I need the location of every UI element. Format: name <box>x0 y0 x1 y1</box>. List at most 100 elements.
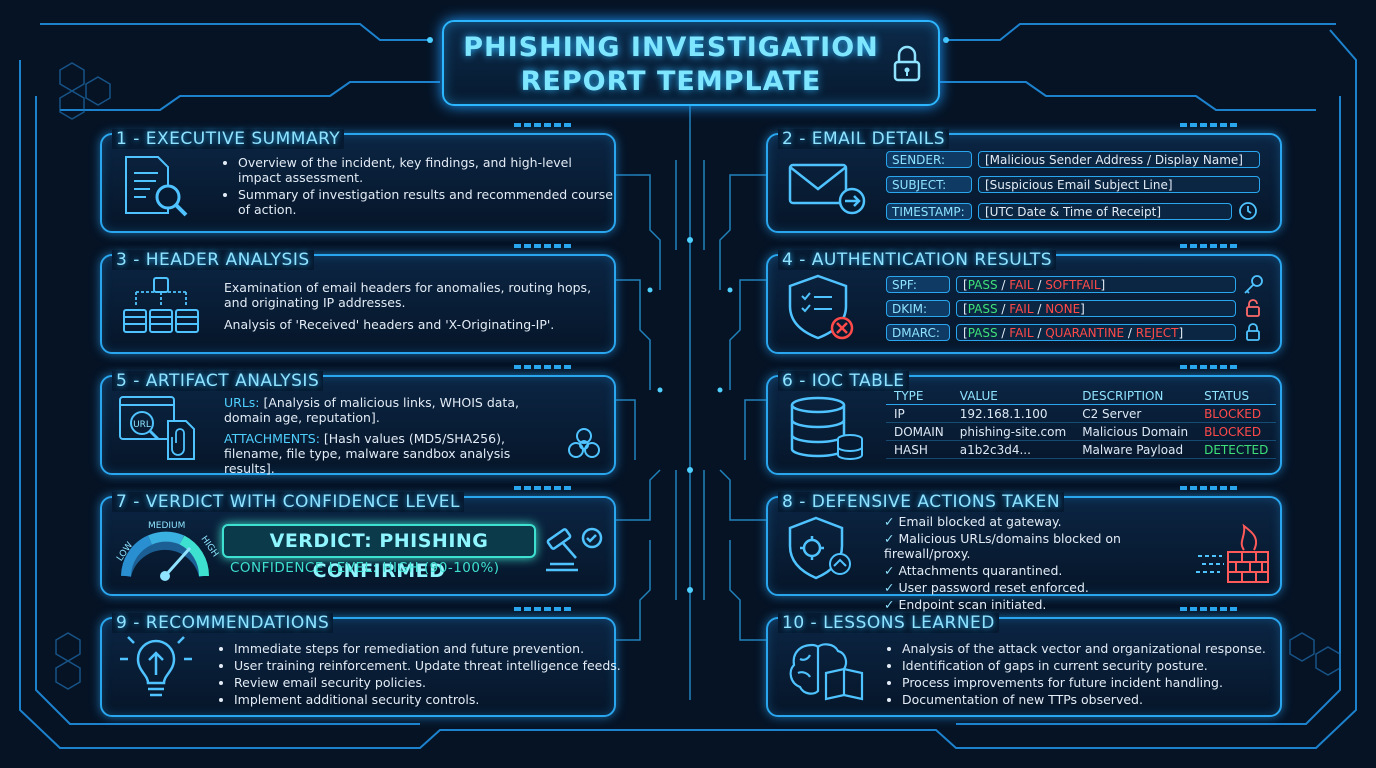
list-item: ✓ User password reset enforced. <box>884 580 1089 595</box>
timestamp-label: TIMESTAMP: <box>886 202 972 220</box>
shield-checklist-icon <box>788 274 854 340</box>
column-header: TYPE <box>886 387 952 405</box>
list-item: ✓ Attachments quarantined. <box>884 563 1063 578</box>
table-cell: IP <box>886 404 952 423</box>
verdict-badge: VERDICT: PHISHING CONFIRMED <box>222 524 536 582</box>
firewall-icon <box>1196 523 1269 583</box>
table-cell: DOMAIN <box>886 422 952 441</box>
biohazard-icon <box>568 428 600 458</box>
table-cell: phishing-site.com <box>951 422 1075 441</box>
section-title: 2 - EMAIL DETAILS <box>778 129 949 149</box>
title-banner: PHISHING INVESTIGATION REPORT TEMPLATE <box>442 20 940 106</box>
url-attachment-icon: URL <box>119 396 195 460</box>
section-title: 4 - AUTHENTICATION RESULTS <box>778 250 1057 270</box>
urls-text: URLs: [Analysis of malicious links, WHOI… <box>224 395 519 425</box>
subject-value: [Suspicious Email Subject Line] <box>978 176 1260 193</box>
section-lessons-learned: 10 - LESSONS LEARNED Analysis of the att… <box>766 607 1282 717</box>
timestamp-value: [UTC Date & Time of Receipt] <box>978 202 1232 220</box>
urls-label: URLs: <box>224 395 260 410</box>
list-item: Analysis of the attack vector and organi… <box>902 641 1282 656</box>
status-badge: BLOCKED <box>1196 404 1277 423</box>
gauge-medium-label: MEDIUM <box>148 521 185 531</box>
lightbulb-icon <box>120 636 192 697</box>
subject-label: SUBJECT: <box>886 176 972 193</box>
svg-text:URL: URL <box>133 420 151 430</box>
table-cell: Malicious Domain <box>1074 422 1197 441</box>
list-item: Implement additional security controls. <box>234 692 624 707</box>
table-header-row: TYPE VALUE DESCRIPTION STATUS <box>886 387 1277 405</box>
section-title: 6 - IOC TABLE <box>778 371 909 391</box>
defensive-actions-list: ✓ Email blocked at gateway. ✓ Malicious … <box>884 514 1204 614</box>
title-dashes <box>514 123 574 127</box>
list-item: Summary of investigation results and rec… <box>238 187 618 217</box>
sender-row: SENDER: [Malicious Sender Address / Disp… <box>886 151 1260 168</box>
title-dashes <box>1180 486 1240 490</box>
dkim-row: DKIM: [PASS / FAIL / NONE] <box>886 298 1264 318</box>
lessons-list: Analysis of the attack vector and organi… <box>886 641 1282 709</box>
dkim-label: DKIM: <box>886 299 950 317</box>
gavel-icon <box>546 527 603 572</box>
spf-label: SPF: <box>886 275 950 293</box>
table-row: IP 192.168.1.100 C2 Server BLOCKED <box>886 404 1277 423</box>
sender-label: SENDER: <box>886 151 972 168</box>
section-title: 7 - VERDICT WITH CONFIDENCE LEVEL <box>112 492 464 512</box>
section-title: 10 - LESSONS LEARNED <box>778 613 999 633</box>
list-item: Review email security policies. <box>234 675 624 690</box>
title-line-1: PHISHING INVESTIGATION <box>463 32 879 63</box>
table-cell: HASH <box>886 440 952 459</box>
open-lock-icon <box>1246 299 1260 317</box>
title-line-2: REPORT TEMPLATE <box>520 66 822 97</box>
document-magnifier-icon <box>125 156 188 217</box>
table-cell: 192.168.1.100 <box>951 404 1075 423</box>
list-item: ✓ Email blocked at gateway. <box>884 514 1062 529</box>
header-analysis-text-1: Examination of email headers for anomali… <box>224 280 592 310</box>
clock-icon <box>1239 202 1257 220</box>
section-title: 9 - RECOMMENDATIONS <box>112 613 334 633</box>
section-header-analysis: 3 - HEADER ANALYSIS Examination of email… <box>100 244 616 354</box>
status-badge: DETECTED <box>1196 440 1277 459</box>
list-item: Process improvements for future incident… <box>902 675 1282 690</box>
section-authentication-results: 4 - AUTHENTICATION RESULTS SPF: [PASS / … <box>766 244 1282 354</box>
brain-book-icon <box>789 643 864 701</box>
summary-list: Overview of the incident, key findings, … <box>222 155 618 219</box>
section-artifact-analysis: 5 - ARTIFACT ANALYSIS URL URLs: [Analysi… <box>100 365 616 476</box>
key-icon <box>1244 275 1263 294</box>
subject-row: SUBJECT: [Suspicious Email Subject Line] <box>886 176 1260 193</box>
title-dashes <box>514 365 574 369</box>
sender-value: [Malicious Sender Address / Display Name… <box>978 151 1260 168</box>
section-ioc-table: 6 - IOC TABLE TYPE VALUE DESCRIPTION STA… <box>766 365 1282 475</box>
attachments-label: ATTACHMENTS: <box>224 431 320 446</box>
title-dashes <box>514 244 574 248</box>
title-dashes <box>1180 365 1240 369</box>
envelope-arrow-icon <box>788 163 866 215</box>
column-header: STATUS <box>1196 387 1277 405</box>
section-recommendations: 9 - RECOMMENDATIONS Immediate steps for … <box>100 607 621 717</box>
list-item: Immediate steps for remediation and futu… <box>234 641 624 656</box>
recommendations-list: Immediate steps for remediation and futu… <box>218 641 624 709</box>
section-title: 5 - ARTIFACT ANALYSIS <box>112 371 324 391</box>
dmarc-label: DMARC: <box>886 323 950 341</box>
column-header: VALUE <box>951 387 1075 405</box>
section-verdict: 7 - VERDICT WITH CONFIDENCE LEVEL LOW ME… <box>100 486 616 596</box>
column-header: DESCRIPTION <box>1074 387 1197 405</box>
title-dashes <box>1180 607 1240 611</box>
lock-icon <box>1246 323 1260 341</box>
list-item: ✓ Endpoint scan initiated. <box>884 597 1047 612</box>
server-routing-icon <box>123 277 199 333</box>
dkim-value: [PASS / FAIL / NONE] <box>956 299 1236 317</box>
title-dashes <box>1180 123 1240 127</box>
ioc-table: TYPE VALUE DESCRIPTION STATUS IP 192.168… <box>886 387 1277 459</box>
table-row: DOMAIN phishing-site.com Malicious Domai… <box>886 422 1277 441</box>
table-cell: C2 Server <box>1074 404 1197 423</box>
section-title: 1 - EXECUTIVE SUMMARY <box>112 129 345 149</box>
shield-gear-icon <box>788 516 851 580</box>
list-item: Overview of the incident, key findings, … <box>238 155 618 185</box>
title-dashes <box>1180 244 1240 248</box>
spf-value: [PASS / FAIL / SOFTFAIL] <box>956 275 1236 293</box>
list-item: Documentation of new TTPs observed. <box>902 692 1282 707</box>
header-analysis-text-2: Analysis of 'Received' headers and 'X-Or… <box>224 317 555 332</box>
table-cell: a1b2c3d4... <box>951 440 1075 459</box>
attachments-text: ATTACHMENTS: [Hash values (MD5/SHA256), … <box>224 431 511 476</box>
section-title: 3 - HEADER ANALYSIS <box>112 250 314 270</box>
